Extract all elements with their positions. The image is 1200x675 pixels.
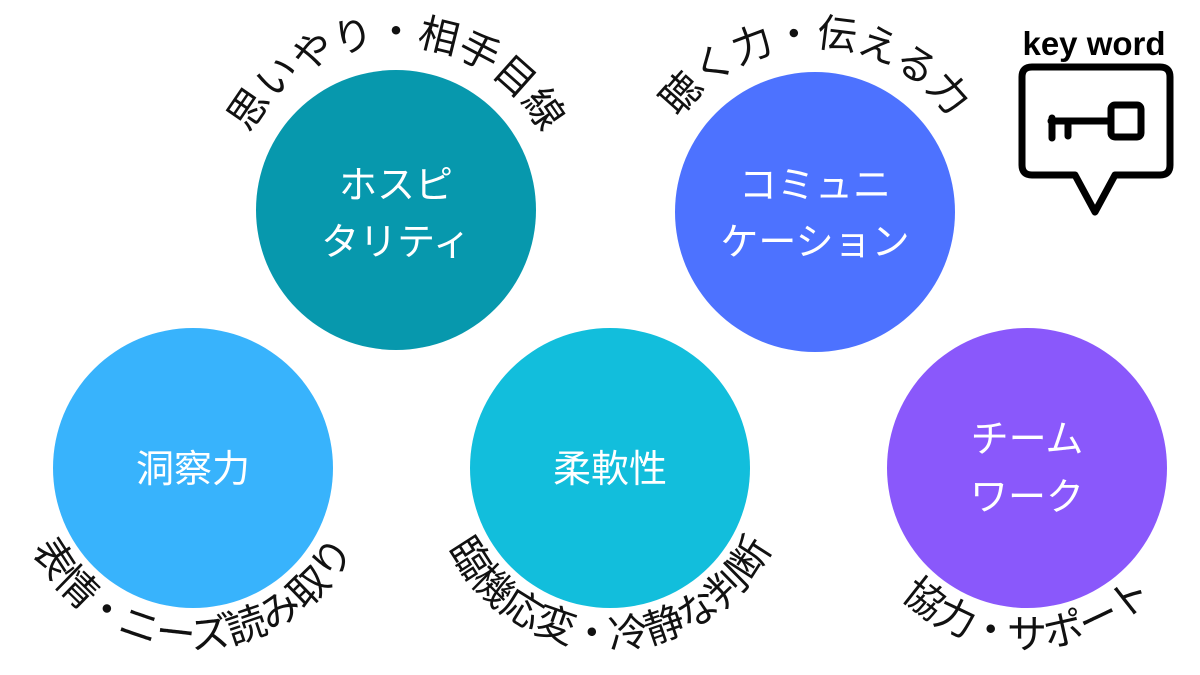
node-label-line: 柔軟性 xyxy=(553,447,667,491)
node-circle xyxy=(887,328,1167,608)
node-label-line: ホスピ xyxy=(339,163,453,207)
node-label-line: チーム xyxy=(971,417,1084,461)
node-label-line: コミュニ xyxy=(739,163,891,207)
node-flexibility: 柔軟性 臨機応変・冷静な判断 xyxy=(439,328,781,659)
keyword-label: key word xyxy=(1022,25,1165,62)
node-communication: コミュニ ケーション 聴く力・伝える力 xyxy=(651,10,979,352)
node-circle xyxy=(53,328,333,608)
node-label-line: タリティ xyxy=(321,220,471,264)
node-label-line: ケーション xyxy=(720,220,909,264)
node-teamwork: チーム ワーク 協力・サポート xyxy=(887,328,1167,658)
node-circle xyxy=(675,72,955,352)
node-circle xyxy=(470,328,750,608)
node-circle xyxy=(256,70,536,350)
node-insight: 洞察力 表情・ニーズ読み取り xyxy=(23,328,363,659)
node-label-line: 洞察力 xyxy=(136,447,250,491)
node-hospitality: ホスピ タリティ 思いやり・相手目線 xyxy=(219,9,573,350)
key-speech-bubble-icon: key word xyxy=(1018,25,1174,216)
node-label-line: ワーク xyxy=(970,475,1084,519)
